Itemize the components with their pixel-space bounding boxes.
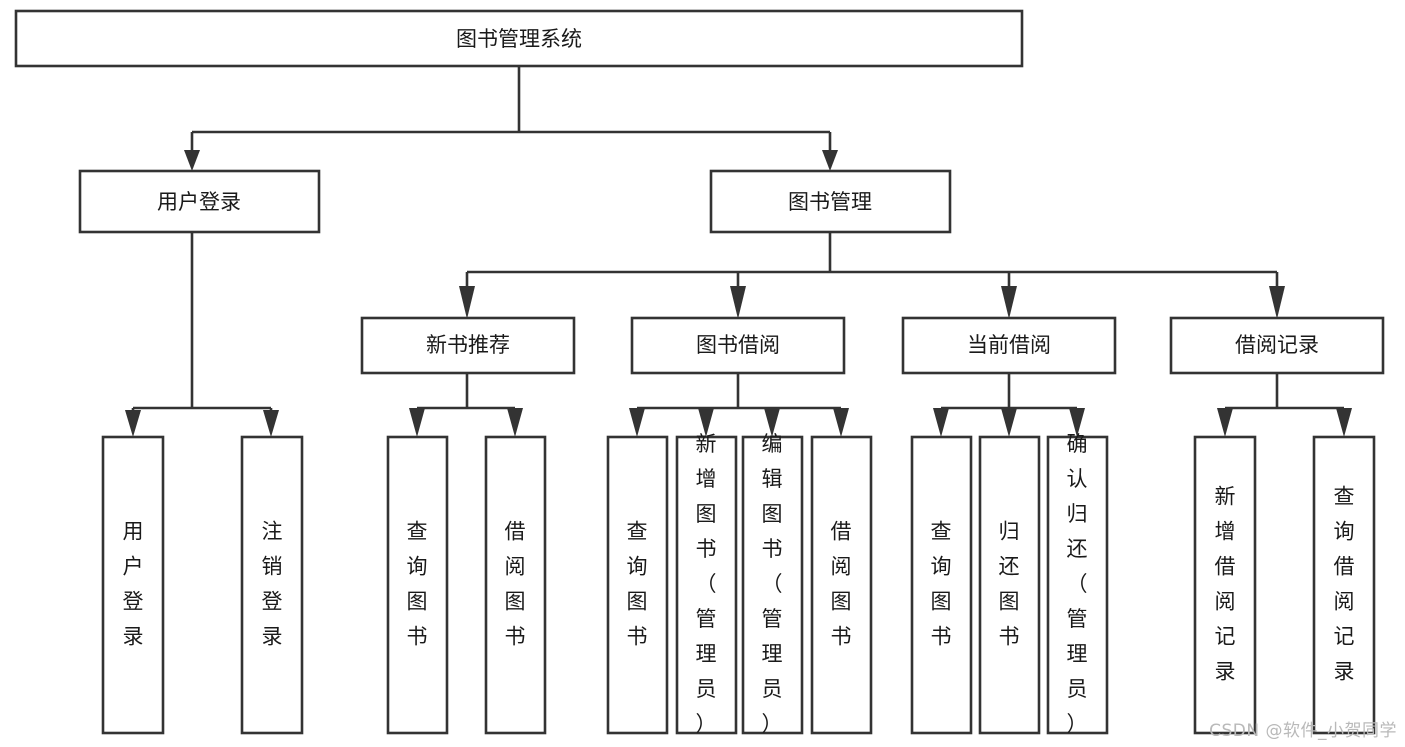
node-borrow-record[interactable]: 借阅记录	[1169, 316, 1385, 375]
leaf-logout-login-box[interactable]	[240, 435, 304, 735]
arrow-head-icon	[833, 408, 849, 437]
leaf-query-book-2-box[interactable]	[606, 435, 669, 735]
node-root-label: 图书管理系统	[456, 27, 582, 51]
arrow-head-icon	[1336, 408, 1352, 437]
connector-currentborrow-to-leaves	[933, 373, 1085, 437]
leaf-borrow-book-1-label: 借阅图书	[505, 520, 526, 649]
arrow-head-icon	[1269, 286, 1285, 319]
leaf-query-book-2[interactable]	[606, 435, 669, 735]
leaf-query-book-3[interactable]	[910, 435, 973, 735]
node-book-manage[interactable]: 图书管理	[709, 169, 952, 234]
connector-root-to-level2	[184, 66, 838, 171]
leaf-edit-book-label: 编辑图书（管理员）	[762, 432, 783, 736]
node-new-book-recommend-label: 新书推荐	[426, 333, 510, 357]
leaf-logout-login[interactable]	[240, 435, 304, 735]
node-book-borrow-label: 图书借阅	[696, 333, 780, 357]
leaf-edit-book[interactable]	[741, 435, 804, 735]
leaf-vertical-labels: 用户登录 注销登录 查询图书 借阅图书 查询图书 新增图书（管理员） 编辑图书（…	[123, 432, 1355, 736]
arrow-head-icon	[507, 408, 523, 437]
arrow-head-icon	[409, 408, 425, 437]
leaf-query-book-3-label: 查询图书	[931, 520, 952, 649]
leaf-query-book-1-box[interactable]	[386, 435, 449, 735]
leaf-return-book[interactable]	[978, 435, 1041, 735]
leaf-borrow-book-2[interactable]	[810, 435, 873, 735]
arrow-head-icon	[1001, 408, 1017, 437]
arrow-head-icon	[629, 408, 645, 437]
node-current-borrow-label: 当前借阅	[967, 333, 1051, 357]
arrow-head-icon	[822, 150, 838, 171]
arrow-head-icon	[263, 410, 279, 437]
leaf-confirm-return-box[interactable]	[1046, 435, 1109, 735]
arrow-head-icon	[698, 408, 714, 437]
arrow-head-icon	[125, 410, 141, 437]
node-book-manage-box[interactable]	[709, 169, 952, 234]
leaf-query-book-3-box[interactable]	[910, 435, 973, 735]
leaf-borrow-book-2-label: 借阅图书	[831, 520, 852, 649]
arrow-head-icon	[933, 408, 949, 437]
leaf-add-book-label: 新增图书（管理员）	[696, 432, 717, 736]
arrow-head-icon	[1069, 408, 1085, 437]
leaf-query-record-label: 查询借阅记录	[1334, 485, 1355, 684]
node-book-borrow[interactable]: 图书借阅	[630, 316, 846, 375]
leaf-query-book-1-label: 查询图书	[407, 520, 428, 649]
arrow-head-icon	[1001, 286, 1017, 319]
leaf-borrow-book-2-box[interactable]	[810, 435, 873, 735]
leaf-add-book-box[interactable]	[675, 435, 738, 735]
node-root-box[interactable]	[14, 9, 1024, 68]
leaf-return-book-box[interactable]	[978, 435, 1041, 735]
leaf-borrow-book-1-box[interactable]	[484, 435, 547, 735]
connector-newbook-to-leaves	[409, 373, 523, 437]
leaf-borrow-book-1[interactable]	[484, 435, 547, 735]
leaf-add-record-box[interactable]	[1193, 435, 1257, 735]
node-book-borrow-box[interactable]	[630, 316, 846, 375]
arrow-head-icon	[184, 150, 200, 171]
connector-borrowrecord-to-leaves	[1217, 373, 1352, 437]
leaf-return-book-label: 归还图书	[999, 520, 1020, 649]
node-current-borrow-box[interactable]	[901, 316, 1117, 375]
leaf-user-login[interactable]	[101, 435, 165, 735]
connector-bookmanage-to-level3	[459, 232, 1285, 319]
node-user-login-box[interactable]	[78, 169, 321, 234]
node-root[interactable]: 图书管理系统	[14, 9, 1024, 68]
leaf-confirm-return-label: 确认归还（管理员）	[1067, 432, 1088, 736]
node-new-book-recommend[interactable]: 新书推荐	[360, 316, 576, 375]
node-borrow-record-label: 借阅记录	[1235, 333, 1319, 357]
leaf-add-book[interactable]	[675, 435, 738, 735]
leaf-add-record[interactable]	[1193, 435, 1257, 735]
node-new-book-recommend-box[interactable]	[360, 316, 576, 375]
node-current-borrow[interactable]: 当前借阅	[901, 316, 1117, 375]
arrow-head-icon	[1217, 408, 1233, 437]
node-borrow-record-box[interactable]	[1169, 316, 1385, 375]
leaf-query-book-1[interactable]	[386, 435, 449, 735]
leaf-logout-login-label: 注销登录	[262, 520, 283, 649]
connector-userlogin-to-leaves	[125, 232, 279, 437]
leaf-query-record[interactable]	[1312, 435, 1376, 735]
arrow-head-icon	[730, 286, 746, 319]
arrow-head-icon	[459, 286, 475, 319]
node-book-manage-label: 图书管理	[788, 190, 872, 214]
node-user-login[interactable]: 用户登录	[78, 169, 321, 234]
leaf-query-book-2-label: 查询图书	[627, 520, 648, 649]
leaf-query-record-box[interactable]	[1312, 435, 1376, 735]
leaf-user-login-label: 用户登录	[123, 520, 144, 649]
arrow-head-icon	[764, 408, 780, 437]
leaf-add-record-label: 新增借阅记录	[1215, 485, 1236, 684]
csdn-watermark: CSDN @软件_小贺同学	[1209, 721, 1397, 741]
connector-bookborrow-to-leaves	[629, 373, 849, 437]
node-user-login-label: 用户登录	[157, 190, 241, 214]
leaf-confirm-return[interactable]	[1046, 435, 1109, 735]
leaf-user-login-box[interactable]	[101, 435, 165, 735]
leaf-edit-book-box[interactable]	[741, 435, 804, 735]
